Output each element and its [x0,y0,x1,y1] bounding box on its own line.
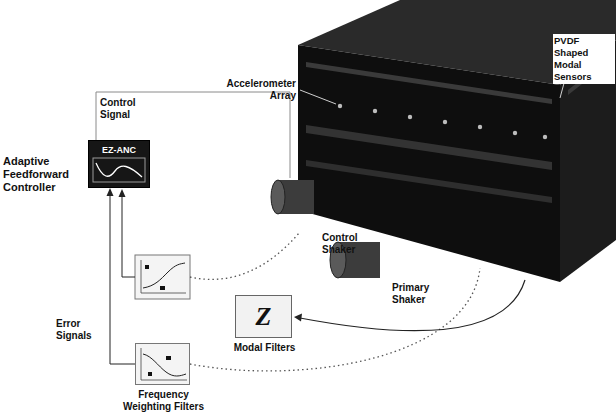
sensor-wire [190,268,480,371]
pvdf-sensor [306,125,552,170]
sensor-wire [190,232,300,279]
screen-frame [93,158,145,182]
control-shaker-face [271,180,285,214]
signal-label: Control Signal [100,97,150,121]
signal-label: Error Signals [56,318,104,342]
node-caption: Modal Filters [226,342,303,354]
leader-line [300,90,336,104]
accelerometer-array [338,104,547,139]
plot-marker [148,372,152,376]
pvdf-sensor [306,160,552,203]
error-signal-connector [107,188,136,364]
device-name: EZ-ANC [89,145,149,156]
plot-axis [141,380,187,381]
arrow-head [119,189,126,197]
plot-marker [166,356,171,360]
part-label: Accelerometer Array [226,78,296,102]
plot-marker [145,265,149,269]
connector-line [110,195,135,364]
plot-marker [160,286,165,290]
plot-axis [141,293,186,294]
part-label: Control Shaker [322,232,374,256]
filter-plot-box: Frequency Weighting Filters [135,343,190,385]
arrow-head [294,314,302,322]
modal-filter-box: ZModal Filters [235,295,292,338]
filter-plot [135,255,190,299]
plot-axis [141,260,142,293]
beam-front-face [298,45,560,282]
pvdf-sensor [306,62,552,104]
filter-symbol: Z [236,302,291,332]
node-caption: Adaptive Feedforward Controller [3,155,85,194]
plot-curve [143,354,186,376]
node-caption: Frequency Weighting Filters [113,389,214,413]
plot-curve [143,263,185,288]
controller-box: EZ-ANCAdaptive Feedforward Controller [88,140,150,188]
screen-curve [96,163,142,177]
sensor-wire [300,280,525,331]
filter-plot [136,344,189,384]
part-label: PVDF Shaped Modal Sensors [553,34,615,84]
arrow-head [107,188,114,196]
error-signal-wire [122,196,135,277]
part-label: Primary Shaker [392,282,444,306]
plot-axis [141,348,142,380]
